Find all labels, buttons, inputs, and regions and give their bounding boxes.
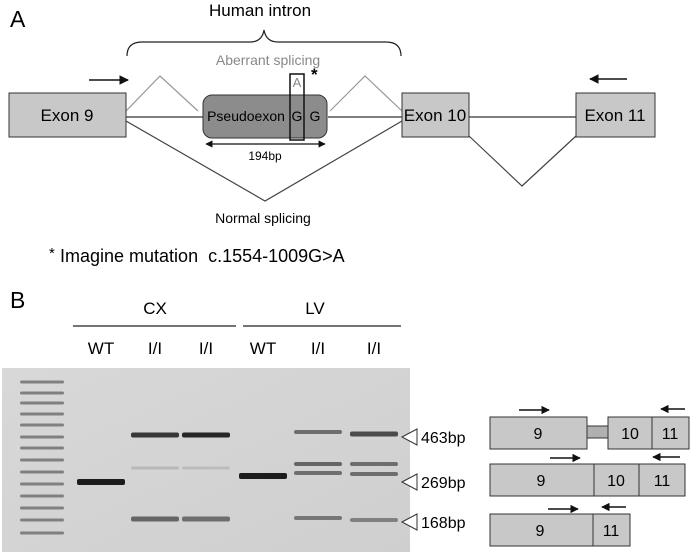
row2-exon-10-label: 10 <box>607 473 625 490</box>
row1-exon-9 <box>489 416 588 450</box>
gel-band <box>294 462 342 466</box>
mutation-base-a: A <box>293 75 302 90</box>
mutation-star: * <box>311 65 318 84</box>
gel-band <box>350 462 398 466</box>
gel-band <box>294 430 342 434</box>
schematic-row-168: 9 11 <box>489 502 631 547</box>
row2-exon-9 <box>489 463 595 497</box>
ladder-band <box>20 446 64 450</box>
group-cx-label: CX <box>143 299 167 318</box>
ladder-band <box>20 531 64 535</box>
gel-band <box>182 432 230 438</box>
row3-exon-9-label: 9 <box>536 523 545 540</box>
size-marker-168-label: 168bp <box>421 515 466 532</box>
size-marker-269-triangle <box>400 473 418 491</box>
lane-label: I/I <box>311 339 325 358</box>
size-marker-269-label: 269bp <box>421 475 466 492</box>
lane-label: WT <box>88 339 114 358</box>
lane-label: I/I <box>148 339 162 358</box>
size-marker-463-label: 463bp <box>421 430 466 447</box>
ladder-band <box>20 412 64 416</box>
row1-exon-11-label: 11 <box>662 426 679 443</box>
gel-band <box>350 472 398 476</box>
mutation-highlight-box <box>289 73 305 141</box>
pseudoexon-label: Pseudoexon <box>207 108 285 124</box>
row2-exon-11 <box>638 463 686 497</box>
row1-exon-11 <box>651 416 690 450</box>
mutation-base-g1: G <box>292 108 303 124</box>
panel-a-label: A <box>10 6 26 32</box>
ladder-band <box>20 470 64 474</box>
pseudoexon-box <box>202 94 328 139</box>
normal-splicing-label: Normal splicing <box>215 210 311 226</box>
intron-title: Human intron <box>209 1 311 20</box>
exon-11-label: Exon 11 <box>584 106 645 125</box>
gel-band <box>131 432 179 438</box>
ladder-band <box>20 435 64 439</box>
lane-label: WT <box>250 339 276 358</box>
ladder-band <box>20 482 64 486</box>
pseudoexon-length-label: 194bp <box>248 149 282 163</box>
gel-band <box>239 473 287 479</box>
aberrant-splicing-label: Aberrant splicing <box>216 52 320 68</box>
gel-band <box>294 471 342 475</box>
ladder-band <box>20 380 64 384</box>
row2-exon-9-label: 9 <box>537 473 546 490</box>
gel-band <box>350 518 398 522</box>
exon10-11-splice-line <box>468 135 577 187</box>
row2-exon-10 <box>593 463 640 497</box>
intron-brace <box>126 29 402 57</box>
mutation-footnote: Imagine mutation c.1554-1009G>A <box>60 246 345 266</box>
row2-exon-11-label: 11 <box>654 473 671 490</box>
row1-exon-10 <box>607 416 653 450</box>
gel-band <box>350 431 398 437</box>
exon-11-box <box>575 92 656 138</box>
gel-bands <box>77 430 398 522</box>
ladder-band <box>20 458 64 462</box>
exon-9-box <box>8 92 127 138</box>
ladder-band <box>20 401 64 405</box>
size-marker-168-triangle <box>400 513 418 531</box>
exon-10-box <box>401 92 470 138</box>
row3-exon-11 <box>592 513 631 547</box>
lane-label: I/I <box>199 339 213 358</box>
dna-ladder <box>20 380 64 535</box>
mutation-base-g2: G <box>310 108 321 124</box>
ladder-band <box>20 518 64 522</box>
schematic-row-269: 9 10 11 <box>489 452 686 497</box>
gel-band <box>182 516 230 522</box>
row1-pseudoexon <box>586 425 609 439</box>
gel-band <box>131 466 179 470</box>
normal-splice-line <box>125 120 403 202</box>
panel-b-label: B <box>10 287 25 313</box>
exon-9-label: Exon 9 <box>41 106 94 125</box>
footnote-star: * <box>49 245 55 262</box>
row3-exon-9 <box>489 513 594 547</box>
schematic-row-463: 9 10 11 <box>489 404 690 450</box>
ladder-band <box>20 391 64 395</box>
size-marker-463-triangle <box>400 428 418 446</box>
aberrant-splice-right <box>329 75 403 112</box>
ladder-band <box>20 494 64 498</box>
group-lv-label: LV <box>305 299 325 318</box>
gel-band <box>77 479 125 485</box>
ladder-band <box>20 423 64 427</box>
ladder-band <box>20 506 64 510</box>
row1-exon-10-label: 10 <box>621 426 639 443</box>
lane-label: I/I <box>367 339 381 358</box>
aberrant-splice-left <box>125 75 199 112</box>
gel-band <box>294 516 342 520</box>
gel-band <box>182 466 230 470</box>
exon-10-label: Exon 10 <box>404 106 466 125</box>
gel-band <box>131 516 179 522</box>
row3-exon-11-label: 11 <box>603 523 620 540</box>
lane-labels: WT I/I I/I WT I/I I/I <box>88 339 381 358</box>
row1-exon-9-label: 9 <box>534 426 543 443</box>
